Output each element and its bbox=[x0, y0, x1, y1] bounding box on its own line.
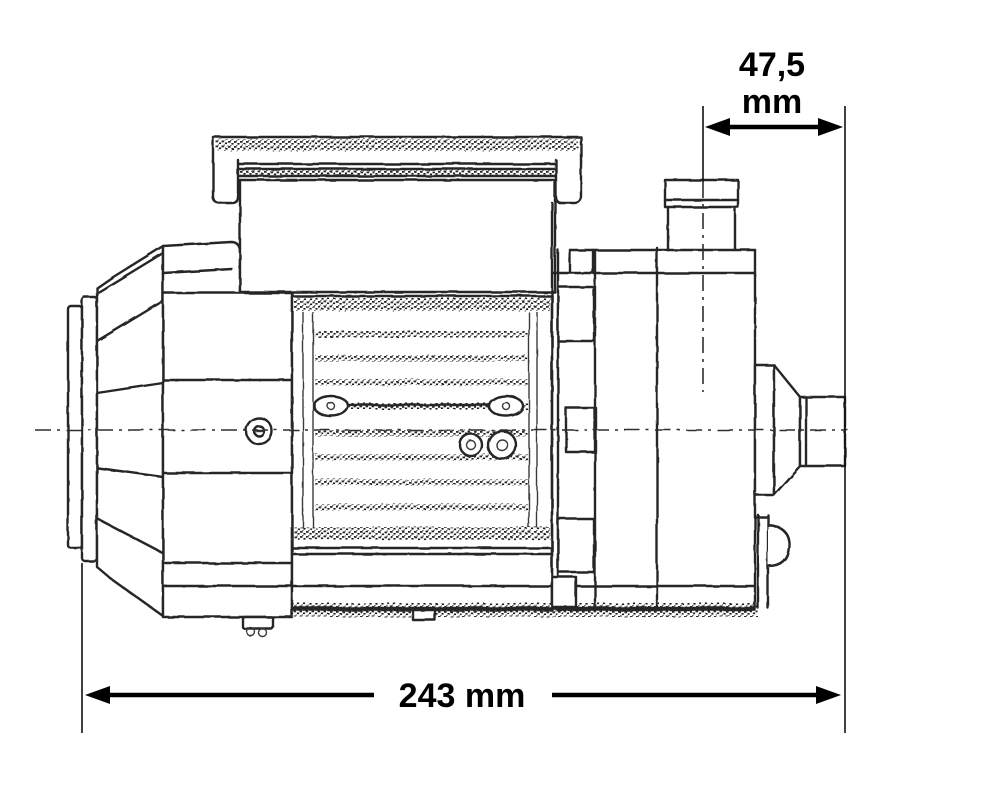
arrowhead-left-icon bbox=[705, 118, 730, 136]
arrowhead-right-icon bbox=[816, 686, 841, 704]
dimension-port-offset: 47,5 mm bbox=[705, 46, 843, 136]
width-unit-label: mm bbox=[742, 83, 802, 121]
discharge-port bbox=[663, 178, 740, 252]
tie-rod-bolts bbox=[312, 394, 525, 418]
dimension-annotations: 47,5 mm 243 mm bbox=[81, 46, 846, 733]
pump-housing bbox=[550, 178, 847, 612]
suction-port bbox=[753, 363, 847, 497]
arrowhead-left-icon bbox=[85, 686, 110, 704]
arrowhead-right-icon bbox=[818, 118, 843, 136]
motor-end-bracket bbox=[161, 240, 294, 638]
motor-pump-junction bbox=[550, 201, 598, 610]
fan-cover bbox=[66, 244, 165, 618]
width-value-label: 47,5 bbox=[739, 46, 805, 84]
cooling-fins bbox=[290, 294, 758, 622]
drain-plug bbox=[241, 615, 275, 638]
pump-drawing bbox=[35, 135, 848, 638]
bearing-screw bbox=[244, 416, 274, 446]
drain-boss bbox=[753, 513, 791, 610]
dimension-overall-length: 243 mm bbox=[85, 677, 841, 715]
shaft-bolts bbox=[458, 429, 518, 461]
length-label: 243 mm bbox=[399, 677, 526, 715]
terminal-box bbox=[211, 135, 583, 294]
